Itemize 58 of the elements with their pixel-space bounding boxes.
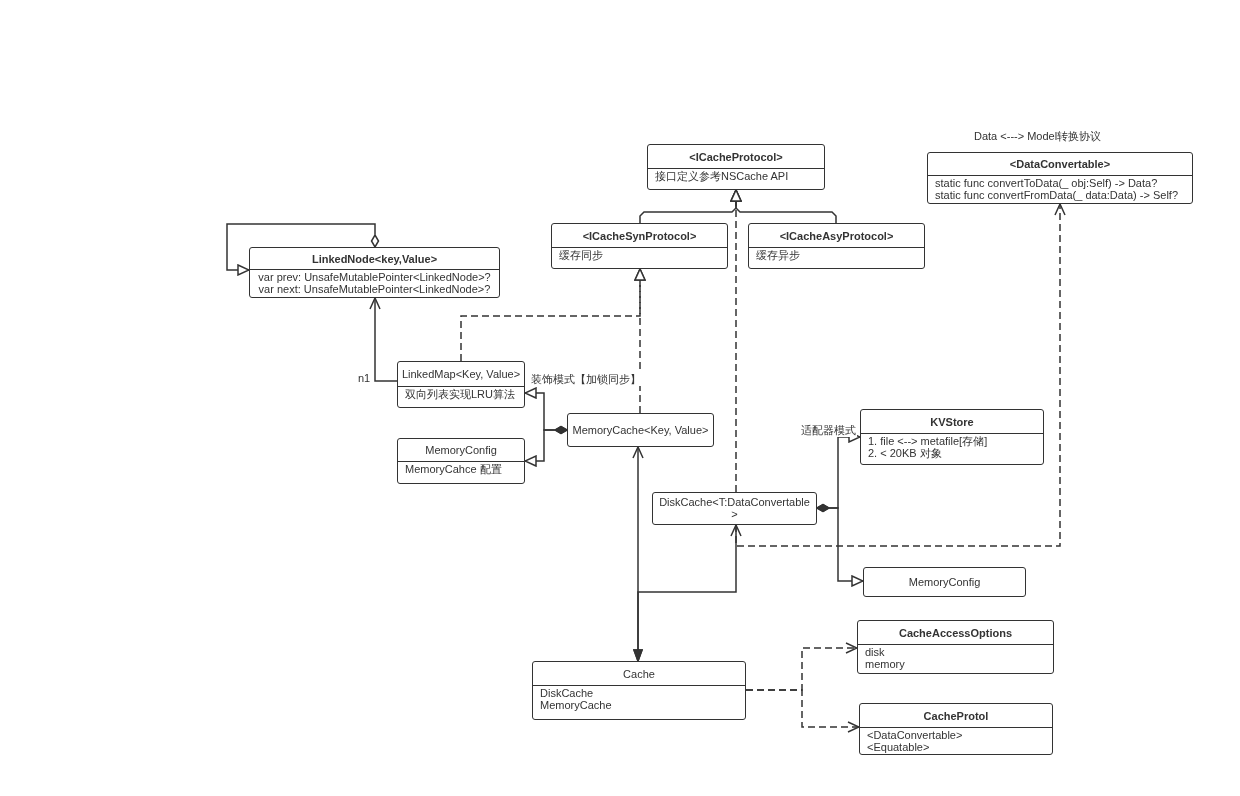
member-text: 1. file <--> metafile[存储] (868, 436, 989, 448)
class-box (927, 152, 1193, 204)
class-name: KVStore (930, 415, 974, 428)
class-box (859, 703, 1053, 755)
member-text: 缓存异步 (756, 250, 801, 262)
edge-label: 装饰模式【加锁同步】 (530, 373, 642, 386)
class-name: CacheAccessOptions (898, 626, 1013, 639)
class-name: MemoryConfig (908, 575, 981, 588)
member-text: <DataConvertable> (867, 730, 964, 742)
dashed-arrow (730, 189, 742, 493)
class-name: <ICacheSynProtocol> (582, 229, 697, 242)
class-box (551, 223, 728, 269)
class-name: <DataConvertable> (1009, 158, 1111, 170)
class-box (532, 661, 746, 720)
arrow (226, 223, 380, 276)
class-box (857, 620, 1054, 674)
member-text: MemoryCache (540, 699, 613, 711)
class-box (567, 413, 714, 447)
arrow (524, 425, 568, 467)
class-box (748, 223, 925, 269)
member-text: memory (865, 658, 906, 670)
member-text: 缓存同步 (559, 250, 604, 262)
class-box (647, 144, 825, 190)
member-text: var next: UnsafeMutablePointer<LinkedNode>? (257, 283, 492, 295)
class-box (860, 409, 1044, 465)
member-text: 双向列表实现LRU算法 (405, 389, 516, 401)
class-name: <ICacheAsyProtocol> (779, 229, 894, 242)
member-text: <Equatable> (867, 741, 931, 753)
class-name: MemoryCache<Key, Value> (572, 423, 709, 436)
class-name: Cache (623, 667, 655, 680)
class-name: CacheProtol (923, 709, 989, 722)
class-name: LinkedNode<key,Value> (311, 252, 438, 265)
dashed-arrow (634, 268, 646, 414)
class-box (249, 247, 500, 298)
member-text: 2. < 20KB 对象 (868, 447, 942, 459)
class-name: DiskCache<T:DataConvertable> (658, 496, 811, 520)
class-box (863, 567, 1026, 597)
arrow (633, 524, 742, 662)
member-text: static func convertToData(_ obj:Self) -> Data? (935, 178, 1159, 190)
member-text: 接口定义参考NSCache API (655, 171, 790, 183)
member-text: disk (865, 647, 886, 659)
arrow (369, 297, 398, 382)
dashed-arrow (735, 203, 1066, 547)
member-text: static func convertFromData(_ data:Data) -> Self? (935, 189, 1180, 201)
dashed-arrow (745, 689, 860, 733)
member-text: MemoryCahce 配置 (405, 464, 503, 476)
class-box (397, 438, 525, 484)
note-text: Data <---> Model转换协议 (973, 130, 1103, 143)
member-text: var prev: UnsafeMutablePointer<LinkedNode>? (257, 272, 492, 284)
member-text: DiskCache (540, 688, 595, 700)
class-name: <ICacheProtocol> (689, 150, 783, 163)
edge-label: 适配器模式 (800, 424, 857, 437)
class-name: LinkedMap<Key, Value> (401, 368, 521, 380)
edge-label: n1 (357, 372, 372, 385)
class-box (397, 361, 525, 408)
arrow (816, 503, 864, 587)
class-box (652, 492, 817, 525)
class-name: MemoryConfig (425, 444, 497, 456)
